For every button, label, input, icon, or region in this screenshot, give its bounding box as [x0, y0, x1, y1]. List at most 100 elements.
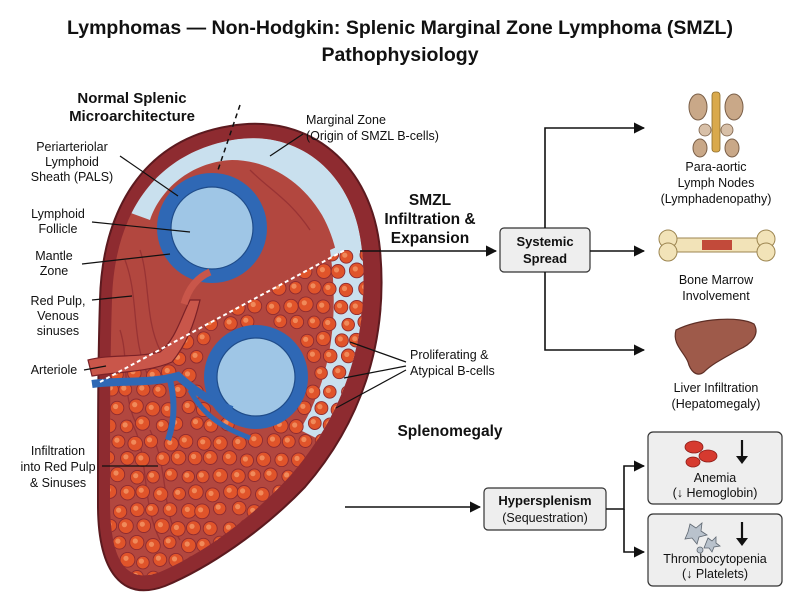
b-cell	[331, 466, 347, 483]
b-cell-nucleus	[269, 572, 275, 576]
b-cell	[340, 518, 356, 534]
b-cell-nucleus	[319, 267, 325, 273]
b-cell-nucleus	[138, 419, 144, 425]
b-cell-nucleus	[259, 455, 265, 461]
systemic-spread-arrows	[544, 122, 646, 356]
label-proliferating: Proliferating & Atypical B-cells	[335, 341, 495, 409]
hypersplenism-box: Hypersplenism (Sequestration)	[483, 487, 607, 531]
target-liver: Liver Infiltration (Hepatomegaly)	[672, 381, 761, 411]
svg-text:Lymph Nodes: Lymph Nodes	[678, 176, 755, 190]
b-cell-nucleus	[259, 558, 265, 565]
b-cell	[274, 553, 290, 569]
b-cell	[332, 571, 348, 576]
b-cell-nucleus	[155, 386, 161, 392]
b-cell-nucleus	[148, 541, 155, 547]
b-cell-nucleus	[157, 522, 163, 528]
b-cell	[291, 522, 306, 536]
b-cell	[359, 555, 364, 569]
b-cell	[359, 417, 364, 431]
b-cell-nucleus	[291, 283, 297, 289]
marginal-zone-band	[128, 138, 364, 305]
b-cell	[271, 519, 287, 534]
b-cell	[359, 517, 364, 533]
b-cell-nucleus	[235, 504, 241, 510]
b-cell-nucleus	[361, 284, 364, 290]
b-cell-nucleus	[303, 336, 309, 342]
b-cell	[315, 501, 331, 517]
b-cell	[349, 568, 364, 576]
b-cell-nucleus	[291, 555, 297, 561]
b-cell-nucleus	[308, 557, 315, 564]
b-cell	[110, 571, 111, 576]
svg-text:SMZL: SMZL	[409, 192, 451, 209]
svg-text:Sheath (PALS): Sheath (PALS)	[31, 170, 113, 184]
b-cell	[214, 569, 230, 576]
b-cell-nucleus	[360, 455, 364, 461]
b-cell-nucleus	[283, 571, 289, 576]
b-cell-nucleus	[344, 351, 350, 357]
hypersplenism-branch-arrows	[606, 460, 646, 558]
b-cell	[306, 520, 321, 535]
section-cut-line	[217, 104, 241, 171]
b-cell-nucleus	[226, 319, 232, 325]
svg-text:Anemia: Anemia	[694, 471, 736, 485]
b-cell-nucleus	[132, 538, 138, 544]
b-cell-nucleus	[133, 473, 139, 479]
svg-text:Arteriole: Arteriole	[31, 363, 78, 377]
b-cell-nucleus	[243, 317, 249, 323]
b-cell-nucleus	[344, 320, 350, 326]
b-cell-nucleus	[362, 557, 364, 564]
b-cell-nucleus	[362, 419, 364, 425]
b-cell-nucleus	[138, 558, 144, 564]
b-cell-nucleus	[225, 524, 231, 530]
b-cell-nucleus	[311, 489, 317, 495]
b-cell	[341, 554, 357, 569]
b-cell-nucleus	[276, 317, 282, 323]
b-cell-nucleus	[336, 576, 341, 581]
svg-text:Atypical B-cells: Atypical B-cells	[410, 364, 495, 378]
b-cell	[348, 435, 363, 450]
svg-text:Periarteriolar: Periarteriolar	[36, 140, 108, 154]
spleen-cross-section	[87, 104, 383, 592]
b-cell-nucleus	[269, 303, 275, 309]
b-cell-nucleus	[336, 303, 343, 309]
b-cell-nucleus	[309, 523, 315, 529]
svg-text:(Lymphadenopathy): (Lymphadenopathy)	[661, 192, 772, 206]
b-cell	[266, 569, 281, 576]
svg-text:Para-aortic: Para-aortic	[685, 160, 746, 174]
b-cell	[263, 538, 279, 553]
b-cell-nucleus	[200, 575, 206, 576]
b-cell	[249, 536, 263, 551]
thrombocytopenia-box: Thrombocytopenia (↓ Platelets)	[647, 513, 783, 587]
svg-text:Infiltration &: Infiltration &	[384, 211, 475, 228]
svg-text:Infiltration: Infiltration	[31, 444, 85, 458]
b-cell-nucleus	[326, 351, 332, 358]
b-cell-nucleus	[189, 523, 195, 529]
b-cell-nucleus	[199, 541, 205, 547]
b-cell-nucleus	[362, 521, 364, 527]
lymphoid-follicle-upper	[157, 173, 267, 283]
b-cell-nucleus	[198, 507, 204, 513]
b-cell-nucleus	[277, 557, 283, 563]
svg-text:Involvement: Involvement	[682, 289, 750, 303]
b-cell	[316, 535, 332, 551]
label-marginal-zone: Marginal Zone (Origin of SMZL B-cells)	[269, 113, 439, 157]
b-cell-nucleus	[242, 456, 248, 462]
b-cell-nucleus	[294, 524, 300, 531]
svg-text:Red Pulp,: Red Pulp,	[31, 294, 86, 308]
b-cell-nucleus	[215, 504, 221, 510]
b-cell-nucleus	[148, 404, 154, 410]
b-cell-nucleus	[325, 490, 331, 496]
svg-text:(Sequestration): (Sequestration)	[502, 511, 587, 525]
b-cell-nucleus	[175, 489, 181, 495]
target-lymph-nodes: Para-aortic Lymph Nodes (Lymphadenopathy…	[661, 160, 772, 206]
b-cell	[307, 486, 323, 502]
label-pals: Periarteriolar Lymphoid Sheath (PALS)	[31, 140, 179, 197]
b-cell-nucleus	[200, 439, 206, 445]
b-cell-nucleus	[352, 572, 358, 576]
svg-text:into Red Pulp: into Red Pulp	[20, 460, 95, 474]
b-cell-nucleus	[301, 575, 307, 576]
svg-text:Liver Infiltration: Liver Infiltration	[674, 381, 759, 395]
b-cell-nucleus	[234, 472, 240, 478]
